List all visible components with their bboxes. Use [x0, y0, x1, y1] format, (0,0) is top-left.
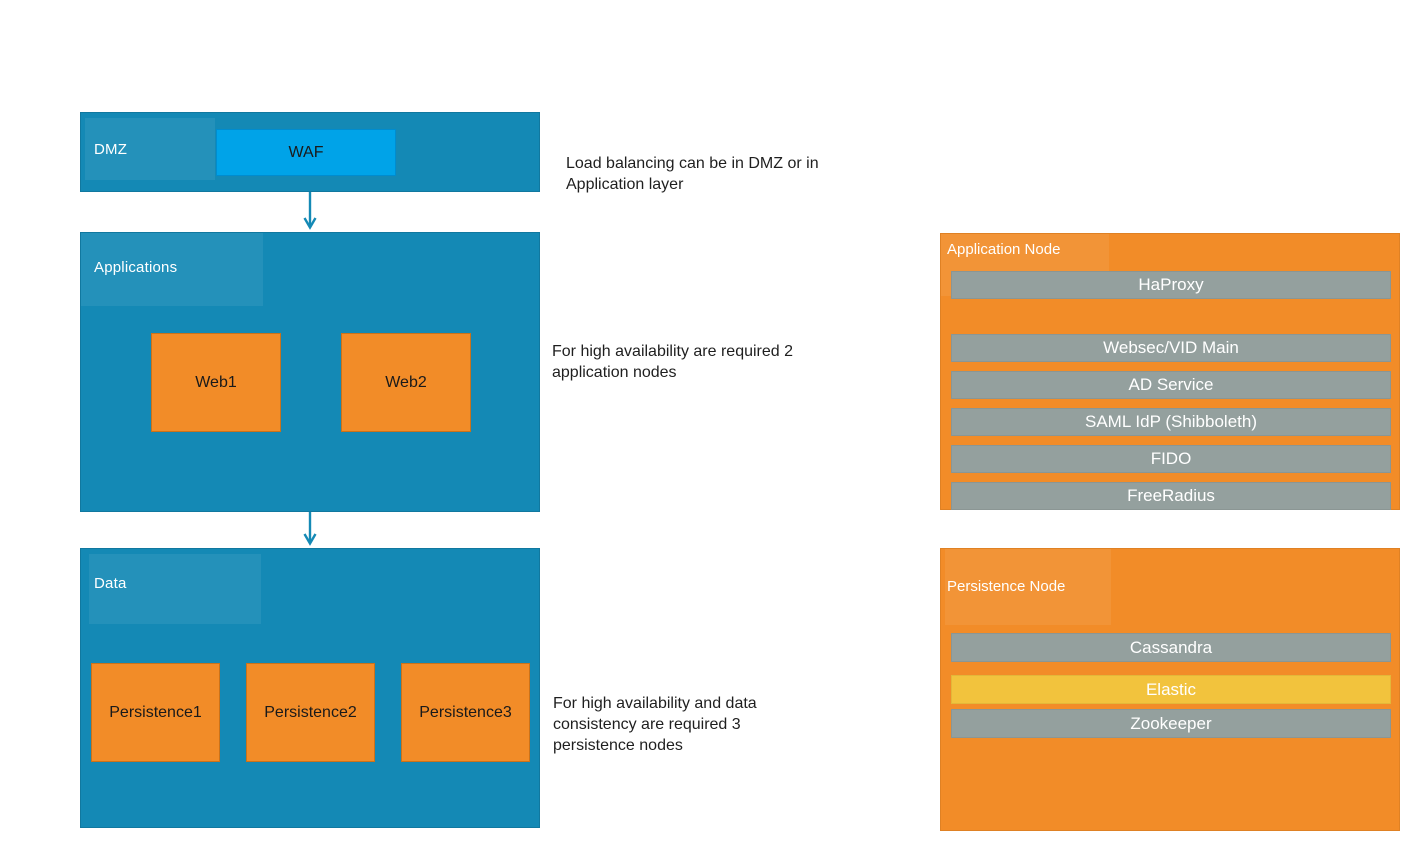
web2-label: Web2	[385, 373, 427, 391]
service-bar-fido: FIDO	[951, 445, 1391, 473]
persistence1-label: Persistence1	[109, 703, 202, 721]
persistence1-box: Persistence1	[91, 663, 220, 762]
down-arrow-icon	[303, 192, 317, 230]
flow-arrow-applications-to-data	[303, 512, 317, 547]
service-bar-elastic: Elastic	[951, 675, 1391, 704]
service-bar-freeradius: FreeRadius	[951, 482, 1391, 510]
down-arrow-icon	[303, 512, 317, 546]
service-label: SAML IdP (Shibboleth)	[1085, 412, 1257, 431]
service-label: FIDO	[1150, 449, 1192, 468]
flow-arrow-dmz-to-applications	[303, 192, 317, 231]
service-bar-haproxy: HaProxy	[951, 271, 1391, 299]
persistence-node-title: Persistence Node	[947, 578, 1066, 595]
annotation-persistence-nodes: For high availability and data consisten…	[553, 695, 757, 754]
waf-label: WAF	[288, 143, 324, 161]
service-label: Websec/VID Main	[1103, 338, 1239, 357]
annotation-application-nodes: For high availability are required 2 app…	[552, 343, 794, 381]
service-bar-ad-service: AD Service	[951, 371, 1391, 399]
data-layer-box: Data Persistence1 Persistence2 Persisten…	[80, 548, 540, 828]
annotation-load-balancing: Load balancing can be in DMZ or in Appli…	[566, 155, 819, 193]
service-bar-zookeeper: Zookeeper	[951, 709, 1391, 738]
persistence-node-panel: Persistence Node Cassandra Elastic Zooke…	[940, 548, 1400, 831]
service-label: Cassandra	[1129, 637, 1213, 657]
service-bar-cassandra: Cassandra	[951, 633, 1391, 662]
persistence3-label: Persistence3	[419, 703, 512, 721]
web1-label: Web1	[195, 373, 237, 391]
applications-layer-box: Applications Web1 Web2	[80, 232, 540, 512]
web1-box: Web1	[151, 333, 281, 432]
service-label: HaProxy	[1138, 275, 1204, 294]
application-node-title: Application Node	[947, 241, 1061, 258]
service-label: AD Service	[1128, 375, 1214, 394]
persistence2-box: Persistence2	[246, 663, 375, 762]
service-label: FreeRadius	[1127, 486, 1215, 505]
web2-box: Web2	[341, 333, 471, 432]
dmz-label: DMZ	[94, 141, 128, 158]
persistence3-box: Persistence3	[401, 663, 530, 762]
service-label: Elastic	[1145, 679, 1197, 699]
service-bar-saml-idp: SAML IdP (Shibboleth)	[951, 408, 1391, 436]
persistence2-label: Persistence2	[264, 703, 357, 721]
applications-label: Applications	[94, 259, 178, 276]
data-label: Data	[94, 575, 127, 592]
service-bar-websec-vid-main: Websec/VID Main	[951, 334, 1391, 362]
waf-box: WAF	[216, 129, 396, 176]
dmz-layer-box: DMZ WAF	[80, 112, 540, 192]
service-label: Zookeeper	[1130, 713, 1212, 733]
application-node-panel: Application Node HaProxy Websec/VID Main…	[940, 233, 1400, 510]
